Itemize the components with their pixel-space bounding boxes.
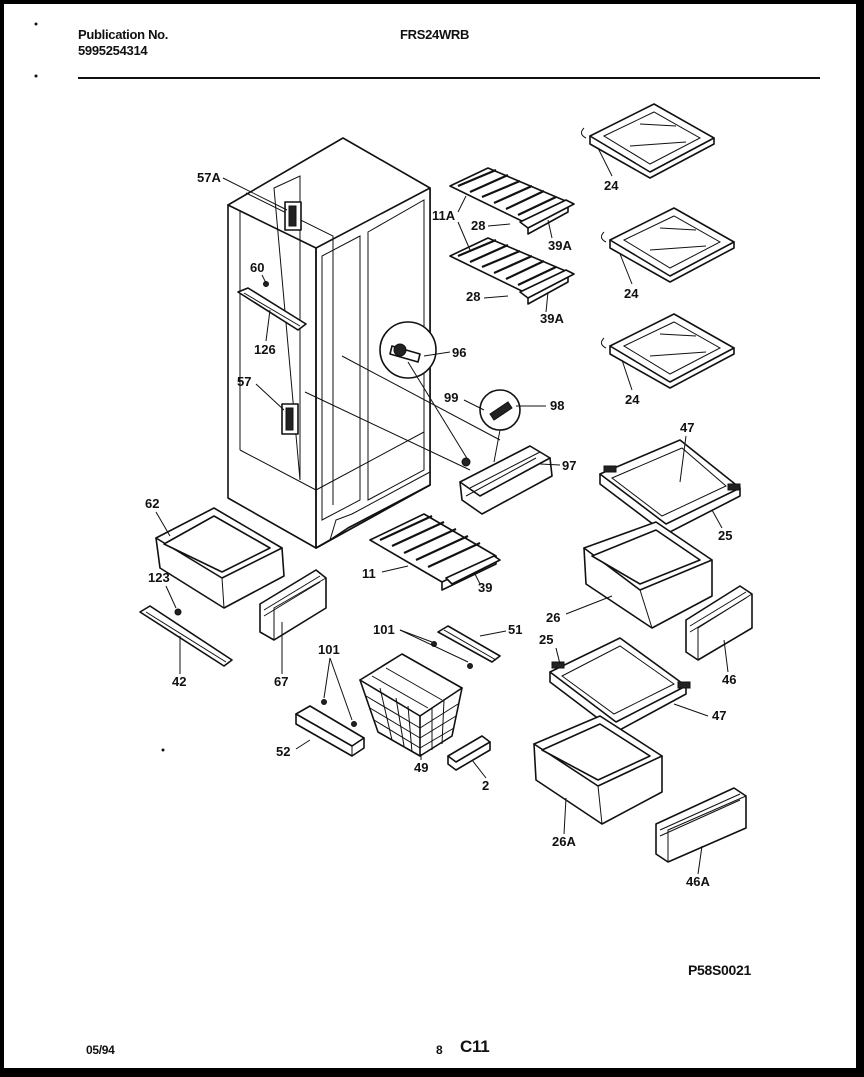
glass-shelf-top — [580, 103, 715, 179]
rail-126 — [237, 281, 307, 331]
margin-dot — [161, 748, 165, 752]
crisper-drawer-26A — [533, 715, 663, 825]
drawer-front-46 — [685, 585, 753, 661]
callout-24-top: 24 — [604, 178, 619, 193]
callout-57A: 57A — [197, 170, 221, 185]
callout-126: 126 — [254, 342, 276, 357]
footer-section: C11 — [460, 1037, 490, 1056]
publication-number: 5995254314 — [78, 43, 148, 58]
margin-dot — [34, 74, 38, 78]
rail-51 — [431, 625, 501, 669]
figure-code: P58S0021 — [688, 962, 751, 978]
guide-line — [304, 391, 471, 471]
callout-25-upper: 25 — [718, 528, 732, 543]
model-number: FRS24WRB — [400, 27, 470, 42]
callout-11: 11 — [362, 566, 376, 581]
callout-28-upper: 28 — [471, 218, 485, 233]
callout-46A: 46A — [686, 874, 710, 889]
callout-57: 57 — [237, 374, 251, 389]
divider-2 — [447, 735, 491, 771]
crisper-drawer-26 — [583, 521, 713, 629]
footer-page-number: 8 — [436, 1043, 443, 1057]
callout-24-middle: 24 — [624, 286, 639, 301]
callout-2: 2 — [482, 778, 489, 793]
callout-42: 42 — [172, 674, 186, 689]
callout-24-bottom: 24 — [625, 392, 640, 407]
bracket-52 — [295, 699, 365, 757]
callout-28-lower: 28 — [466, 289, 480, 304]
callout-101-upper: 101 — [373, 622, 395, 637]
callout-11A: 11A — [432, 208, 456, 223]
callout-26: 26 — [546, 610, 560, 625]
callout-99: 99 — [444, 390, 458, 405]
callout-52: 52 — [276, 744, 290, 759]
callout-101-lower: 101 — [318, 642, 340, 657]
callout-97: 97 — [562, 458, 576, 473]
glass-shelf-bottom — [600, 313, 735, 389]
callout-60: 60 — [250, 260, 264, 275]
callout-47-lower: 47 — [712, 708, 726, 723]
cover-97 — [459, 445, 553, 515]
freezer-bin-62 — [155, 507, 285, 609]
margin-dot — [34, 22, 38, 26]
glass-shelf-middle — [600, 207, 735, 283]
callout-39A-upper: 39A — [548, 238, 572, 253]
detail-98 — [479, 389, 521, 463]
wire-basket-49 — [359, 653, 463, 757]
refrigerator-cabinet — [227, 137, 431, 549]
callout-25-lower: 25 — [539, 632, 553, 647]
callout-123: 123 — [148, 570, 170, 585]
footer-date: 05/94 — [86, 1043, 115, 1057]
callout-49: 49 — [414, 760, 428, 775]
callout-39A-lower: 39A — [540, 311, 564, 326]
lower-hinge-57 — [281, 403, 299, 435]
callout-26A: 26A — [552, 834, 576, 849]
callout-46: 46 — [722, 672, 736, 687]
guide-line — [341, 355, 501, 441]
callout-39: 39 — [478, 580, 492, 595]
drawer-front-46A — [655, 787, 747, 863]
wire-shelf-upper — [449, 167, 575, 235]
wire-shelf-11 — [369, 513, 501, 591]
crisper-cover-lower — [549, 637, 691, 733]
callout-47-upper: 47 — [680, 420, 694, 435]
upper-hinge-57A — [284, 201, 302, 231]
bin-front-67 — [259, 569, 327, 641]
callout-62: 62 — [145, 496, 159, 511]
callout-51: 51 — [508, 622, 522, 637]
callout-98: 98 — [550, 398, 564, 413]
callout-67: 67 — [274, 674, 288, 689]
detail-96 — [379, 321, 471, 467]
callout-96: 96 — [452, 345, 466, 360]
rail-42 — [139, 605, 233, 667]
publication-label: Publication No. — [78, 27, 169, 42]
crisper-cover-upper — [599, 439, 741, 535]
